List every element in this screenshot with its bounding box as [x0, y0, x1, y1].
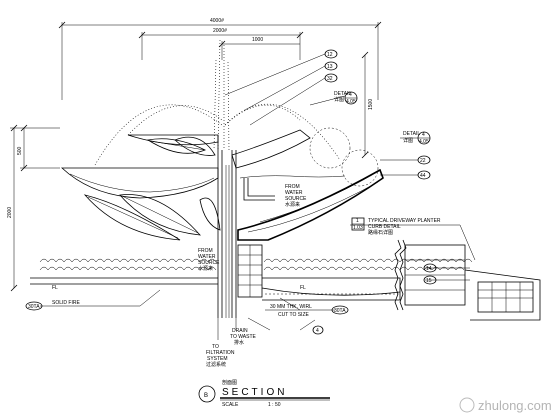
water-spray	[94, 39, 341, 166]
fountain-column	[217, 135, 275, 318]
callout-12: 12	[324, 49, 338, 59]
callout-32: 32	[324, 73, 338, 83]
callout-44: 44	[417, 170, 431, 180]
dimension-lines	[10, 21, 382, 292]
svg-text:13: 13	[327, 64, 333, 70]
water-source-lower-label: FROM WATER SOURCE 水源来	[198, 248, 220, 272]
section-marker: B	[204, 393, 208, 399]
svg-text:15: 15	[426, 278, 432, 284]
section-title-cn: 剖面图	[222, 379, 237, 386]
filtration-label: TO FILTRATION SYSTEM 过滤系统	[206, 344, 235, 368]
svg-text:30TA: 30TA	[28, 304, 40, 310]
svg-text:14: 14	[426, 266, 432, 272]
svg-text:1: 1	[356, 218, 359, 224]
svg-text:过滤系统: 过滤系统	[206, 361, 226, 368]
svg-text:4: 4	[349, 92, 352, 98]
fl-left-label: FL	[52, 285, 58, 291]
left-height-small-dim: 500	[17, 146, 23, 155]
detail-callout-a: 4 4.05 DETAIL 详图	[334, 91, 358, 105]
svg-text:SOURCE: SOURCE	[198, 260, 220, 266]
callout-15: 15	[423, 275, 437, 285]
water-source-upper-label: FROM WATER SOURCE 水源来	[285, 184, 307, 208]
ground-planting	[30, 239, 541, 321]
svg-text:4.05: 4.05	[346, 99, 356, 105]
svg-text:WATER: WATER	[198, 254, 216, 260]
svg-text:WATER: WATER	[285, 190, 303, 196]
svg-text:4: 4	[422, 132, 425, 138]
callout-14: 14	[423, 263, 437, 273]
svg-text:SYSTEM: SYSTEM	[207, 356, 228, 362]
callout-4: 4	[312, 325, 324, 335]
svg-text:TO WASTE: TO WASTE	[230, 334, 257, 340]
svg-text:FILTRATION: FILTRATION	[206, 350, 235, 356]
svg-text:详图: 详图	[403, 137, 413, 144]
watermark: zhulong.com	[459, 397, 552, 413]
svg-text:30 MM THK. WIRL: 30 MM THK. WIRL	[270, 304, 312, 310]
svg-text:44: 44	[420, 173, 426, 179]
callout-markers: 12 13 32 4 4.05 DETAIL 详图 4 4.05 DETAIL …	[312, 49, 437, 335]
scale-value: 1 : 50	[268, 402, 281, 408]
fountain-bowls	[60, 127, 384, 241]
fl-right-label: FL	[300, 285, 306, 291]
svg-text:4: 4	[316, 328, 319, 334]
svg-text:32: 32	[327, 76, 333, 82]
right-height-dim: 1500	[368, 99, 374, 110]
svg-text:DETAIL: DETAIL	[334, 91, 351, 97]
overall-width-dim: 4000#	[210, 18, 224, 24]
section-title: SECTION	[222, 387, 287, 398]
center-width-dim: 2000#	[213, 28, 227, 34]
drain-label: DRAIN TO WASTE 排水	[230, 328, 257, 346]
svg-text:1.03: 1.03	[353, 225, 363, 231]
svg-text:SOURCE: SOURCE	[285, 196, 307, 202]
svg-text:TYPICAL DRIVEWAY PLANTER: TYPICAL DRIVEWAY PLANTER	[368, 218, 441, 224]
callout-22: 22	[417, 155, 431, 165]
svg-text:12: 12	[327, 52, 333, 58]
leader-lines	[40, 53, 476, 340]
svg-text:CUT TO SIZE: CUT TO SIZE	[278, 312, 310, 318]
mm-thk-label: 30 MM THK. WIRL CUT TO SIZE 30TA	[270, 304, 349, 318]
svg-text:SOLID FIRE: SOLID FIRE	[52, 300, 80, 306]
detail-callout-b: 4 4.05 DETAIL 详图	[403, 131, 431, 145]
solid-fire-label: 30TA SOLID FIRE	[25, 300, 80, 311]
left-height-total-dim: 2000	[7, 207, 13, 218]
section-title-block: B 剖面图 SECTION SCALE 1 : 50	[198, 379, 330, 408]
dimension-texts: 4000# 2000# 1000 1500 500 2000	[7, 18, 374, 218]
svg-text:TO: TO	[212, 344, 219, 350]
svg-text:4.05: 4.05	[419, 139, 429, 145]
svg-text:详图: 详图	[334, 96, 344, 103]
planter-detail-callout: 1 1.03	[351, 217, 365, 231]
inner-width-dim: 1000	[252, 37, 263, 43]
svg-text:CURB DETAIL: CURB DETAIL	[368, 224, 401, 230]
svg-text:水源来: 水源来	[285, 201, 300, 208]
annotations: FROM WATER SOURCE 水源来 FROM WATER SOURCE …	[25, 184, 441, 368]
svg-text:30TA: 30TA	[334, 308, 346, 314]
svg-text:路缘石详图: 路缘石详图	[368, 229, 393, 236]
svg-text:22: 22	[420, 158, 426, 164]
planter-curb-label: TYPICAL DRIVEWAY PLANTER CURB DETAIL 路缘石…	[368, 218, 441, 236]
watermark-text: zhulong.com	[478, 398, 552, 413]
svg-text:FROM: FROM	[285, 184, 300, 190]
scale-label: SCALE	[222, 402, 239, 408]
svg-text:排水: 排水	[234, 339, 244, 346]
callout-13: 13	[324, 61, 338, 71]
svg-text:FROM: FROM	[198, 248, 213, 254]
svg-text:水源来: 水源来	[198, 265, 213, 272]
svg-text:DETAIL: DETAIL	[403, 131, 420, 137]
svg-text:DRAIN: DRAIN	[232, 328, 248, 334]
